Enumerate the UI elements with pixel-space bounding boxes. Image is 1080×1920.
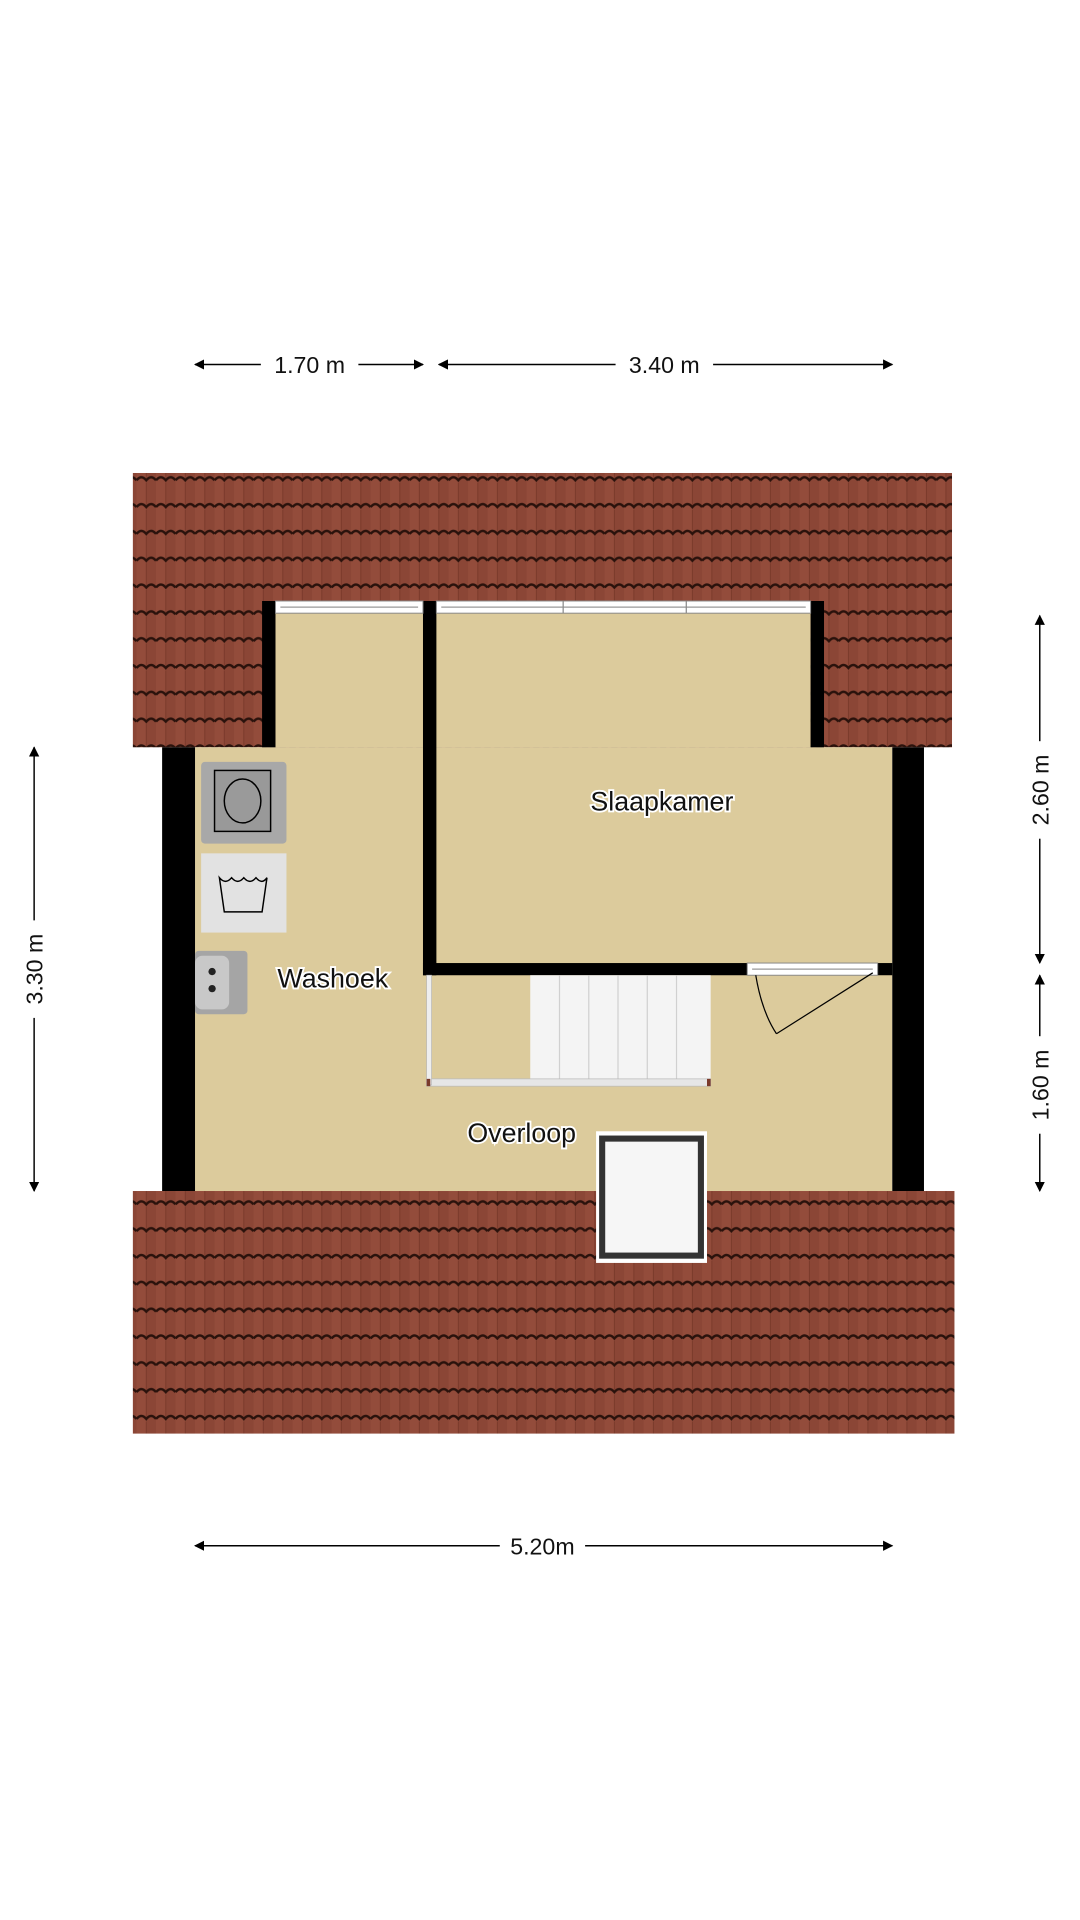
- washing-machine: [201, 761, 287, 844]
- room-label-slaapkamer: Slaapkamer: [590, 787, 733, 817]
- window-slaapkamer: [435, 600, 812, 614]
- window-washoek: [274, 600, 424, 614]
- walls: [162, 600, 924, 1192]
- roof-bottom: [132, 1191, 955, 1434]
- floor-area: [195, 613, 893, 1192]
- room-label-washoek: Washoek: [277, 963, 388, 993]
- roof-window: [596, 1131, 707, 1263]
- dim-right-upper: 2.60 m: [1027, 755, 1053, 826]
- staircase: [426, 974, 712, 1087]
- room-label-overloop: Overloop: [467, 1118, 576, 1148]
- dim-bottom: 5.20m: [510, 1533, 574, 1559]
- dim-top-right: 3.40 m: [629, 352, 700, 378]
- dim-top-left: 1.70 m: [274, 352, 345, 378]
- laundry-dryer: [201, 853, 287, 933]
- dim-left: 3.30 m: [22, 934, 48, 1005]
- dim-right-lower: 1.60 m: [1027, 1050, 1053, 1121]
- door-slaapkamer: [746, 962, 879, 1035]
- sink: [195, 950, 248, 1015]
